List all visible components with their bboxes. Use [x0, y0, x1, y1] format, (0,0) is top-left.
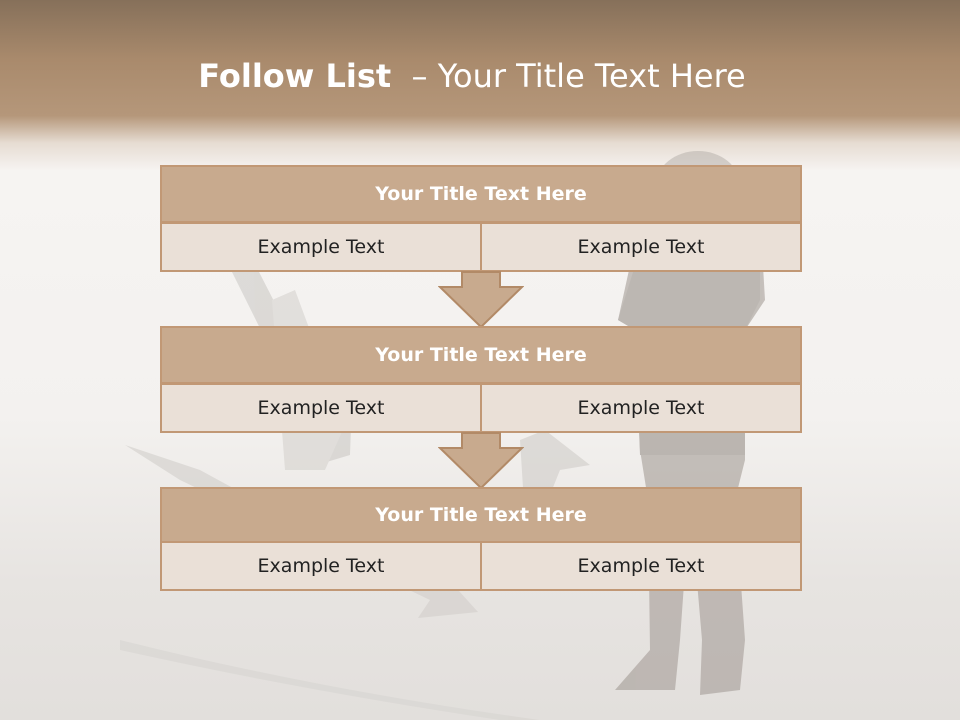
list-block-left-cell[interactable]: Example Text — [160, 222, 482, 272]
list-block-title[interactable]: Your Title Text Here — [160, 326, 802, 384]
header-band — [0, 0, 960, 170]
list-block-title[interactable]: Your Title Text Here — [160, 487, 802, 543]
slide-title-bold: Follow List — [198, 57, 392, 95]
list-block-right-cell[interactable]: Example Text — [480, 222, 802, 272]
list-block-right-cell[interactable]: Example Text — [480, 541, 802, 591]
list-block-left-cell[interactable]: Example Text — [160, 541, 482, 591]
list-block-title[interactable]: Your Title Text Here — [160, 165, 802, 223]
list-block-left-cell[interactable]: Example Text — [160, 383, 482, 433]
arrow-down-icon — [438, 271, 524, 329]
background-arrow-shape — [120, 640, 540, 720]
slide-title-dash: – — [411, 57, 428, 95]
list-block-right-cell[interactable]: Example Text — [480, 383, 802, 433]
slide-title: Follow List – Your Title Text Here — [0, 54, 944, 98]
slide-title-rest: Your Title Text Here — [437, 57, 746, 95]
arrow-down-icon — [438, 432, 524, 490]
